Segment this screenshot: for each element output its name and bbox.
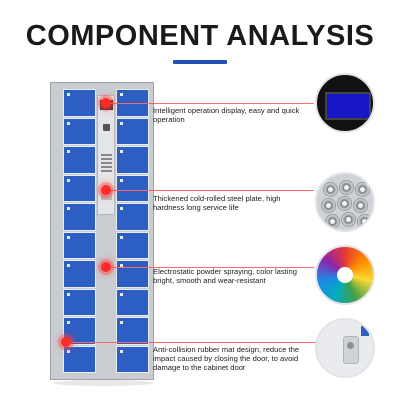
- locker-door: [63, 288, 96, 316]
- color-swatch-fan-icon: [315, 245, 375, 305]
- marker-display: [101, 98, 111, 108]
- locker-door: [63, 260, 96, 288]
- door-lock: [67, 264, 70, 267]
- door-lock: [120, 264, 123, 267]
- door-lock: [67, 150, 70, 153]
- ticket-printer: [101, 190, 112, 200]
- locker-door: [116, 89, 149, 117]
- callout-line-3: [106, 267, 314, 268]
- locker-door: [116, 260, 149, 288]
- door-lock: [67, 121, 70, 125]
- locker-door: [63, 89, 96, 117]
- door-lock: [67, 292, 70, 296]
- door-lock: [67, 93, 70, 96]
- steel-coils-icon: [315, 172, 375, 232]
- locker-door: [63, 117, 96, 145]
- locker-door: [116, 203, 149, 231]
- steel-coil: [339, 180, 354, 195]
- door-lock: [120, 207, 123, 210]
- door-lock: [120, 349, 123, 353]
- door-lock: [120, 178, 123, 182]
- marker-paint: [101, 262, 111, 272]
- locker-door: [116, 174, 149, 202]
- locker-door: [116, 317, 149, 345]
- door-lock-closeup-icon: [315, 318, 375, 378]
- locker-door: [116, 288, 149, 316]
- steel-coil: [323, 182, 338, 197]
- steel-coil: [325, 214, 340, 229]
- door-lock: [67, 178, 70, 182]
- cabinet-shadow: [53, 380, 153, 386]
- locker-door: [116, 231, 149, 259]
- callout-line-1: [106, 103, 314, 104]
- locker-door: [116, 146, 149, 174]
- door-lock: [120, 321, 123, 324]
- control-panel: [97, 95, 115, 215]
- feature-text-rubber-mat: Anti-collision rubber mat design, reduce…: [153, 345, 300, 372]
- steel-coil: [341, 212, 356, 227]
- locker-door: [63, 146, 96, 174]
- steel-coil: [353, 198, 368, 213]
- door-lock: [67, 321, 70, 324]
- locker-door: [63, 345, 96, 373]
- door-lock: [120, 235, 123, 239]
- marker-rubber-mat: [61, 337, 71, 347]
- locker-door: [63, 174, 96, 202]
- locker-door: [116, 117, 149, 145]
- locker-door: [116, 345, 149, 373]
- callout-line-4: [66, 342, 316, 343]
- keypad: [101, 154, 112, 174]
- title-underline: [173, 60, 227, 64]
- callout-line-2: [106, 190, 314, 191]
- page-title: COMPONENT ANALYSIS: [25, 20, 375, 52]
- door-lock: [67, 349, 70, 353]
- display-screen-icon: [315, 73, 375, 133]
- locker-door: [63, 231, 96, 259]
- steel-coil: [355, 182, 370, 197]
- locker-door: [63, 203, 96, 231]
- feature-text-paint: Electrostatic powder spraying, color las…: [153, 267, 297, 285]
- door-lock: [120, 292, 123, 296]
- door-lock: [120, 93, 123, 96]
- feature-text-steel: Thickened cold-rolled steel plate, high …: [153, 194, 281, 212]
- card-reader: [103, 124, 110, 131]
- door-lock: [67, 207, 70, 210]
- door-lock: [120, 121, 123, 125]
- door-lock: [120, 150, 123, 153]
- locker-cabinet: [50, 82, 154, 380]
- steel-coil: [321, 198, 336, 213]
- steel-coil: [357, 214, 372, 229]
- steel-coil: [337, 196, 352, 211]
- door-lock: [67, 235, 70, 239]
- feature-text-display: Intelligent operation display, easy and …: [153, 106, 300, 124]
- marker-steel: [101, 185, 111, 195]
